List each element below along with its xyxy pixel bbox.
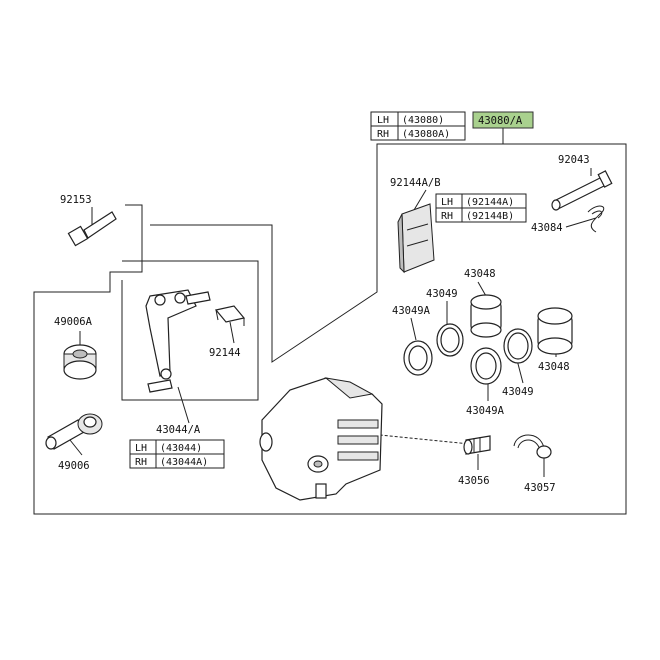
bracket-side-rh: RH — [135, 457, 147, 468]
seal-43049-b-drawing — [503, 328, 533, 364]
bracket-43044-drawing — [145, 289, 211, 393]
pin-49006-drawing — [45, 413, 103, 450]
part-label-43048-a[interactable]: 43048 — [464, 268, 496, 280]
caliper-body-drawing — [259, 377, 383, 501]
part-label-43084[interactable]: 43084 — [531, 222, 563, 234]
piston-43048-a-drawing — [470, 294, 502, 338]
part-label-49006a[interactable]: 49006A — [54, 316, 93, 328]
pad-code-lh: (92144A) — [466, 197, 514, 208]
pad-side-rh: RH — [441, 211, 453, 222]
clip-92144-drawing — [214, 305, 246, 326]
assembly-side-rh: RH — [377, 129, 389, 140]
bracket-code-rh: (43044A) — [160, 457, 208, 468]
part-label-43057[interactable]: 43057 — [524, 482, 556, 494]
assembly-label-group[interactable]: 43080/A — [472, 111, 534, 129]
assembly-code-rh: (43080A) — [402, 129, 450, 140]
part-label-43056[interactable]: 43056 — [458, 475, 490, 487]
part-label-43049-b[interactable]: 43049 — [502, 386, 534, 398]
cap-43057-drawing — [513, 434, 552, 459]
part-label-49006[interactable]: 49006 — [58, 460, 90, 472]
seal-43049-a-drawing — [436, 323, 464, 357]
bracket-code-lh: (43044) — [160, 443, 202, 454]
seal-43049a-b-drawing — [470, 347, 502, 385]
piston-43048-b-drawing — [537, 307, 573, 355]
part-label-43044a[interactable]: 43044/A — [156, 424, 201, 436]
seal-43049a-a-drawing — [403, 340, 433, 376]
part-label-43049a-a[interactable]: 43049A — [392, 305, 431, 317]
part-labels: 92043 92144A/B 43084 92153 43048 43049 4… — [54, 154, 590, 494]
boot-49006a-drawing — [63, 344, 97, 380]
part-label-43049-a[interactable]: 43049 — [426, 288, 458, 300]
part-label-92144[interactable]: 92144 — [209, 347, 241, 359]
pad-side-lh: LH — [441, 197, 453, 208]
bolt-92153-drawing — [67, 211, 117, 247]
pad-side-table: LH (92144A) RH (92144B) — [435, 193, 527, 223]
assembly-outline — [33, 128, 627, 515]
bracket-side-lh: LH — [135, 443, 147, 454]
pin-92043-drawing — [551, 170, 613, 211]
assembly-side-lh: LH — [377, 115, 389, 126]
bleeder-43056-drawing — [463, 435, 491, 455]
brake-pad-92144ab-drawing — [397, 203, 435, 274]
part-label-43048-b[interactable]: 43048 — [538, 361, 570, 373]
pad-code-rh: (92144B) — [466, 211, 514, 222]
assembly-label: 43080/A — [478, 115, 523, 127]
part-label-92153[interactable]: 92153 — [60, 194, 92, 206]
part-label-43049a-b[interactable]: 43049A — [466, 405, 505, 417]
assembly-code-lh: (43080) — [402, 115, 444, 126]
assembly-label-highlight — [472, 111, 534, 129]
part-label-92144ab[interactable]: 92144A/B — [390, 177, 441, 189]
leader-lines — [69, 168, 597, 477]
assembly-side-table: LH (43080) RH (43080A) — [370, 111, 466, 141]
bracket-side-table: LH (43044) RH (43044A) — [129, 439, 225, 469]
clip-43084-drawing — [587, 205, 605, 233]
part-label-92043[interactable]: 92043 — [558, 154, 590, 166]
